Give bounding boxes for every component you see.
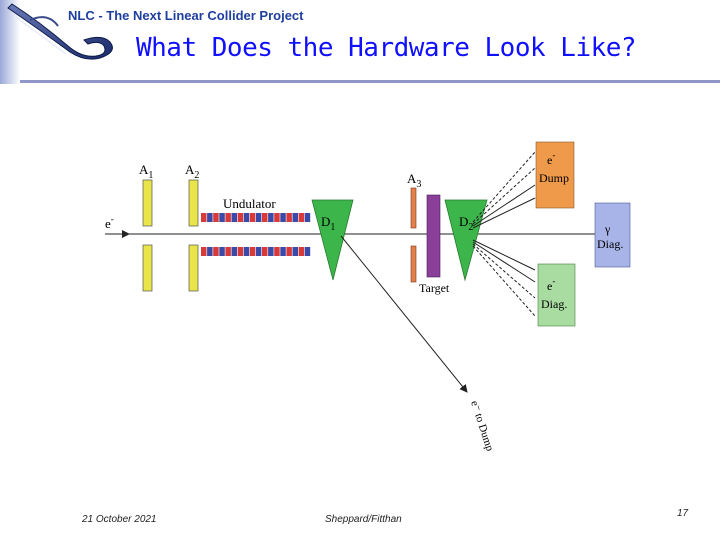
e-in-label: e- bbox=[105, 214, 114, 231]
undulator-segment-bottom bbox=[201, 247, 207, 256]
undulator-segment-bottom bbox=[207, 247, 213, 256]
label-a3: A3 bbox=[407, 171, 421, 190]
undulator-segment-bottom bbox=[262, 247, 268, 256]
undulator-segment-top bbox=[262, 213, 268, 222]
undulator-segment-bottom bbox=[292, 247, 298, 256]
hardware-diagram: e- A1 A2 Undulator D1 e⁻ to Dump A3 Targ… bbox=[105, 141, 631, 453]
undulator-segment-bottom bbox=[219, 247, 225, 256]
undulator-bottom bbox=[201, 247, 311, 256]
undulator-segment-bottom bbox=[249, 247, 256, 256]
undulator-segment-top bbox=[231, 213, 237, 222]
fan-lines-to-dump bbox=[472, 151, 536, 229]
undulator-segment-top bbox=[255, 213, 262, 222]
label-e-to-dump: e⁻ to Dump bbox=[468, 399, 496, 453]
undulator-segment-top bbox=[268, 213, 274, 222]
dipole-d2 bbox=[444, 199, 488, 282]
label-e-diag-2: Diag. bbox=[541, 297, 567, 311]
undulator-segment-bottom bbox=[274, 247, 280, 256]
footer-author: Sheppard/Fitthan bbox=[325, 514, 402, 525]
label-target: Target bbox=[419, 281, 450, 295]
undulator-segment-top bbox=[274, 213, 280, 222]
collimator-a1-bottom bbox=[142, 244, 153, 292]
fan-lines-to-diag bbox=[472, 239, 536, 317]
dipole-d1 bbox=[311, 199, 354, 281]
undulator-segment-top bbox=[243, 213, 250, 222]
undulator-segment-top bbox=[249, 213, 256, 222]
undulator-segment-bottom bbox=[286, 247, 292, 256]
undulator-segment-top bbox=[292, 213, 298, 222]
label-e-diag-1: e- bbox=[547, 276, 555, 293]
label-a2: A2 bbox=[185, 162, 199, 181]
header-divider bbox=[20, 80, 720, 83]
aperture-a3-bottom bbox=[410, 245, 417, 283]
undulator-segment-top bbox=[219, 213, 225, 222]
label-e-dump-2: Dump bbox=[539, 171, 569, 185]
nlc-logo-icon bbox=[0, 0, 113, 84]
label-d2: D2 bbox=[459, 214, 473, 233]
undulator-segment-bottom bbox=[255, 247, 262, 256]
footer-date: 21 October 2021 bbox=[82, 514, 157, 525]
label-undulator: Undulator bbox=[223, 196, 276, 211]
collimator-a1-top bbox=[142, 179, 153, 227]
e-dump-box bbox=[535, 141, 575, 209]
label-e-dump-1: e- bbox=[547, 150, 555, 167]
label-a1: A1 bbox=[139, 162, 153, 181]
label-d1: D1 bbox=[321, 214, 335, 233]
undulator-segment-bottom bbox=[280, 247, 286, 256]
undulator-segment-bottom bbox=[243, 247, 250, 256]
gamma-diag-box bbox=[594, 202, 631, 268]
undulator-segment-top bbox=[201, 213, 207, 222]
undulator-segment-top bbox=[298, 213, 305, 222]
label-gamma-2: Diag. bbox=[597, 237, 623, 251]
undulator-segment-bottom bbox=[225, 247, 231, 256]
header-title: NLC - The Next Linear Collider Project bbox=[68, 8, 304, 23]
undulator-segment-bottom bbox=[231, 247, 237, 256]
collimator-a2-bottom bbox=[188, 244, 199, 292]
collimator-a2-top bbox=[188, 179, 199, 227]
page-number: 17 bbox=[677, 508, 689, 519]
aperture-a3-top bbox=[410, 187, 417, 229]
label-gamma-1: γ bbox=[604, 222, 611, 236]
undulator-segment-bottom bbox=[237, 247, 244, 256]
undulator-segment-top bbox=[286, 213, 292, 222]
undulator-segment-top bbox=[213, 213, 219, 222]
undulator-segment-top bbox=[225, 213, 231, 222]
undulator-segment-top bbox=[207, 213, 213, 222]
undulator-segment-bottom bbox=[304, 247, 311, 256]
slide-title: What Does the Hardware Look Like? bbox=[136, 33, 637, 63]
target bbox=[426, 194, 441, 278]
undulator-segment-top bbox=[237, 213, 244, 222]
e-diag-box bbox=[537, 263, 576, 327]
undulator-top bbox=[201, 213, 311, 222]
undulator-segment-top bbox=[280, 213, 286, 222]
undulator-segment-bottom bbox=[213, 247, 219, 256]
e-to-dump-line bbox=[340, 235, 468, 393]
undulator-segment-bottom bbox=[298, 247, 305, 256]
undulator-segment-top bbox=[304, 213, 311, 222]
undulator-segment-bottom bbox=[268, 247, 274, 256]
